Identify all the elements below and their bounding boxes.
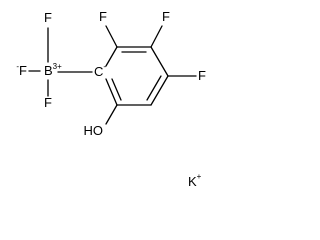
bond-c3-f bbox=[150, 25, 163, 48]
bond-c2-f bbox=[105, 25, 118, 48]
atom-f-top: F bbox=[44, 10, 52, 25]
atom-f-ring-3: F bbox=[198, 68, 206, 83]
atom-f-left: -F bbox=[16, 62, 27, 78]
atom-hydroxyl: HO bbox=[84, 123, 104, 138]
bond-ring-c6-c1-inner bbox=[111, 78, 122, 101]
atom-labels: F -F B3+ F C- F F F HO K+ bbox=[16, 9, 206, 189]
atom-f-bottom: F bbox=[44, 95, 52, 110]
bonds bbox=[28, 25, 197, 125]
atom-c-carbanion: C- bbox=[94, 62, 106, 79]
chemical-structure: F -F B3+ F C- F F F HO K+ bbox=[16, 9, 206, 189]
bond-ring-c1-c2 bbox=[105, 46, 118, 67]
bond-ring-c6-c1 bbox=[105, 78, 118, 106]
atom-counterion-k: K+ bbox=[188, 172, 202, 189]
bond-ring-c4-c5-inner bbox=[146, 75, 162, 101]
atom-b: B3+ bbox=[44, 62, 62, 78]
bond-ring-c4-c5 bbox=[150, 75, 169, 106]
atom-f-ring-1: F bbox=[99, 9, 107, 24]
bond-c6-oh bbox=[105, 104, 118, 125]
atom-f-ring-2: F bbox=[162, 9, 170, 24]
bond-ring-c3-c4 bbox=[150, 46, 169, 77]
